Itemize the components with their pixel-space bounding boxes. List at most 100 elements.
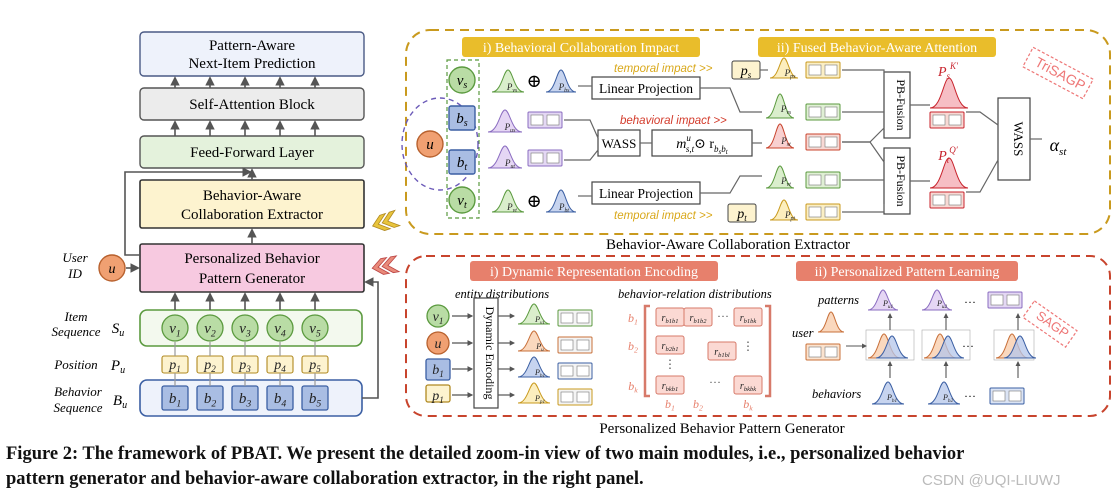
params-us-mu <box>530 114 544 126</box>
position-label: Position <box>53 357 97 372</box>
connector <box>842 141 885 163</box>
params-ut-sigma <box>546 152 560 164</box>
svg-text:u: u <box>426 137 434 153</box>
top-section1: i) Behavioral Collaboration Impact <box>483 41 679 56</box>
svg-text:PB-Fusion: PB-Fusion <box>894 155 908 206</box>
params-vtq-mu <box>808 174 822 186</box>
connector <box>966 159 999 193</box>
dist-vs <box>491 69 525 93</box>
position-symbol: Pu <box>110 358 125 376</box>
temporal-impact-bottom: temporal impact >> <box>614 210 713 222</box>
matrix-bracket-right <box>765 304 772 398</box>
behavior-node-label: b2 <box>204 391 217 409</box>
pattern-dist-1-label: Pu1 <box>882 299 893 310</box>
params-ps-sigma <box>824 64 838 76</box>
entity-params-sigma <box>576 339 590 351</box>
dist-ptq <box>929 157 969 189</box>
user-params-sigma <box>824 346 838 358</box>
user-params-mu <box>808 346 822 358</box>
bottom-panel-frame <box>405 255 1111 417</box>
entity-distributions-label: entity distributions <box>455 287 549 301</box>
node-vs <box>448 66 476 94</box>
behavior-node-label: b4 <box>274 391 287 409</box>
behaviors-label: behaviors <box>812 387 861 401</box>
node-bs <box>448 105 476 131</box>
extractor-line1: Behavior-Aware <box>203 188 302 204</box>
ffn-label: Feed-Forward Layer <box>190 145 314 161</box>
position-node-label: p5 <box>308 358 321 374</box>
entity-node-label: b1 <box>432 363 444 379</box>
behavior-node-label: b1 <box>169 391 181 409</box>
node-bt <box>448 149 476 175</box>
connector <box>700 175 762 194</box>
alpha-st: αst <box>1050 135 1068 158</box>
params-psk-mu <box>932 114 946 126</box>
extractor-line2: Collaboration Extractor <box>181 207 323 223</box>
entity-node-label: v1 <box>433 310 444 326</box>
connector <box>700 87 762 113</box>
params-ps-mu <box>808 64 822 76</box>
behavior-dist-2-label: Pb2 <box>942 393 953 404</box>
item-seq-label-2: Sequence <box>51 324 100 339</box>
item-node-label: v3 <box>239 321 251 339</box>
params-ut-mu <box>530 152 544 164</box>
position-node-label: p2 <box>203 358 216 374</box>
behavior-seq-label-1: Behavior <box>54 384 103 399</box>
item-seq-label-1: Item <box>63 309 87 324</box>
svg-text:WASS: WASS <box>602 136 637 151</box>
behavior-ellipsis: ··· <box>964 389 976 403</box>
user-label-2: ID <box>67 266 82 281</box>
entity-dist <box>517 356 551 378</box>
entity-node <box>426 331 450 355</box>
svg-text:vs: vs <box>457 73 468 91</box>
matrix-cell-label: rb1bk <box>740 313 757 325</box>
dist-bs-label: Pbs <box>558 82 570 94</box>
sagp-stamp: SAGP <box>1033 308 1071 341</box>
node-vt <box>448 186 476 214</box>
psk-label: PsK′ <box>937 61 959 81</box>
matrix-col-label: bk <box>743 397 753 413</box>
params-psk-sigma <box>948 114 962 126</box>
dist-psk <box>929 77 969 109</box>
dist-ut <box>487 145 523 169</box>
matrix-ellipsis: ⋮ <box>742 339 754 353</box>
connector <box>564 119 599 139</box>
svg-text:ps: ps <box>740 64 752 80</box>
top-section2: ii) Fused Behavior-Aware Attention <box>777 41 977 56</box>
entity-params-sigma <box>576 365 590 377</box>
bottom-section2: ii) Personalized Pattern Learning <box>815 265 1000 280</box>
item-node-label: v2 <box>204 321 216 339</box>
mix-behavior <box>931 335 965 359</box>
prediction-line2: Next-Item Prediction <box>188 56 316 72</box>
svg-text:WASS: WASS <box>1011 122 1026 157</box>
behavior-relation-label: behavior-relation distributions <box>618 287 772 301</box>
params-pt-mu <box>808 206 822 218</box>
connector <box>842 204 885 213</box>
matrix-bracket-left <box>643 304 650 398</box>
pb-fusion-top <box>883 71 911 139</box>
item-node <box>161 314 189 342</box>
prediction-box <box>139 31 365 77</box>
item-node-label: v4 <box>274 321 286 339</box>
oplus-top: ⊕ <box>526 71 541 91</box>
dist-ps <box>769 57 799 79</box>
entity-dist-label: Pp1 <box>534 394 545 405</box>
item-node <box>266 314 294 342</box>
entity-dist-label: Pb1 <box>534 368 545 379</box>
self-attention-label: Self-Attention Block <box>189 97 315 113</box>
user-label-1: User <box>62 250 88 265</box>
user-label: user <box>792 326 814 340</box>
item-seq-symbol: Su <box>112 321 125 339</box>
behavior-node-label: b3 <box>239 391 252 409</box>
behavior-seq-label-2: Sequence <box>53 400 102 415</box>
connector <box>564 149 599 161</box>
item-node <box>301 314 329 342</box>
dist-us <box>487 109 523 133</box>
pattern-dist-1 <box>867 289 899 311</box>
svg-text:vt: vt <box>457 193 467 211</box>
mix-ellipsis: ··· <box>962 339 974 353</box>
position-node-label: p3 <box>238 358 251 374</box>
matrix-ellipsis: ··· <box>717 309 729 323</box>
bottom-section1: i) Dynamic Representation Encoding <box>490 265 698 280</box>
